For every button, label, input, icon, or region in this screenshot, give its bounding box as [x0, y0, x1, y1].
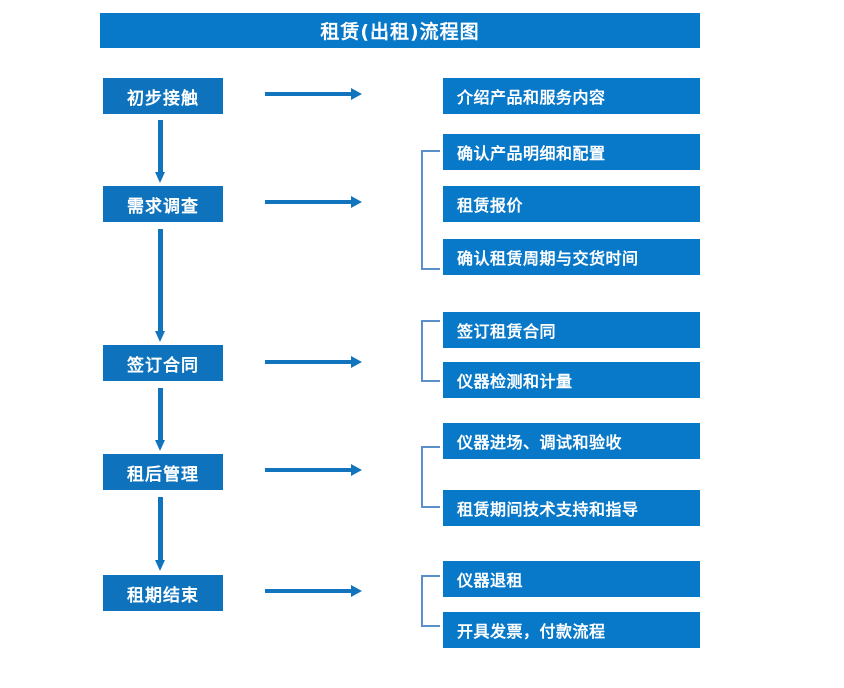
arrow-stem — [158, 388, 163, 441]
arrow-head — [155, 560, 165, 571]
stage-box-5[interactable]: 租期结束 — [103, 575, 223, 611]
detail-box-8[interactable]: 租赁期间技术支持和指导 — [443, 490, 700, 526]
stage-box-4[interactable]: 租后管理 — [103, 454, 223, 490]
arrow-stem — [265, 92, 352, 96]
arrow-stem — [158, 229, 163, 332]
detail-box-1[interactable]: 介绍产品和服务内容 — [443, 78, 700, 114]
arrow-stem — [265, 200, 352, 204]
right-arrow-icon-2 — [265, 196, 362, 208]
right-arrow-icon-1 — [265, 88, 362, 100]
down-arrow-icon-1 — [155, 120, 166, 183]
arrow-head — [351, 196, 362, 208]
down-arrow-icon-3 — [155, 388, 166, 451]
detail-box-2[interactable]: 确认产品明细和配置 — [443, 134, 700, 170]
arrow-stem — [265, 589, 352, 593]
arrow-head — [155, 172, 165, 183]
stage-box-1[interactable]: 初步接触 — [103, 78, 223, 114]
arrow-head — [351, 464, 362, 476]
arrow-head — [155, 331, 165, 342]
arrow-stem — [265, 360, 352, 364]
group-bracket-icon-3 — [421, 446, 440, 508]
arrow-head — [351, 356, 362, 368]
group-bracket-icon-2 — [421, 320, 440, 382]
stage-box-3[interactable]: 签订合同 — [103, 345, 223, 381]
detail-box-5[interactable]: 签订租赁合同 — [443, 312, 700, 348]
page-title: 租赁(出租)流程图 — [100, 13, 700, 48]
down-arrow-icon-4 — [155, 497, 166, 571]
right-arrow-icon-5 — [265, 585, 362, 597]
group-bracket-icon-4 — [421, 575, 440, 627]
arrow-head — [155, 440, 165, 451]
group-bracket-icon-1 — [421, 150, 440, 270]
detail-box-6[interactable]: 仪器检测和计量 — [443, 362, 700, 398]
detail-box-4[interactable]: 确认租赁周期与交货时间 — [443, 239, 700, 275]
down-arrow-icon-2 — [155, 229, 166, 342]
arrow-head — [351, 585, 362, 597]
detail-box-9[interactable]: 仪器退租 — [443, 561, 700, 597]
right-arrow-icon-3 — [265, 356, 362, 368]
detail-box-3[interactable]: 租赁报价 — [443, 186, 700, 222]
right-arrow-icon-4 — [265, 464, 362, 476]
stage-box-2[interactable]: 需求调查 — [103, 186, 223, 222]
arrow-stem — [158, 120, 163, 173]
arrow-stem — [158, 497, 163, 561]
detail-box-10[interactable]: 开具发票，付款流程 — [443, 612, 700, 648]
arrow-stem — [265, 468, 352, 472]
detail-box-7[interactable]: 仪器进场、调试和验收 — [443, 423, 700, 459]
arrow-head — [351, 88, 362, 100]
